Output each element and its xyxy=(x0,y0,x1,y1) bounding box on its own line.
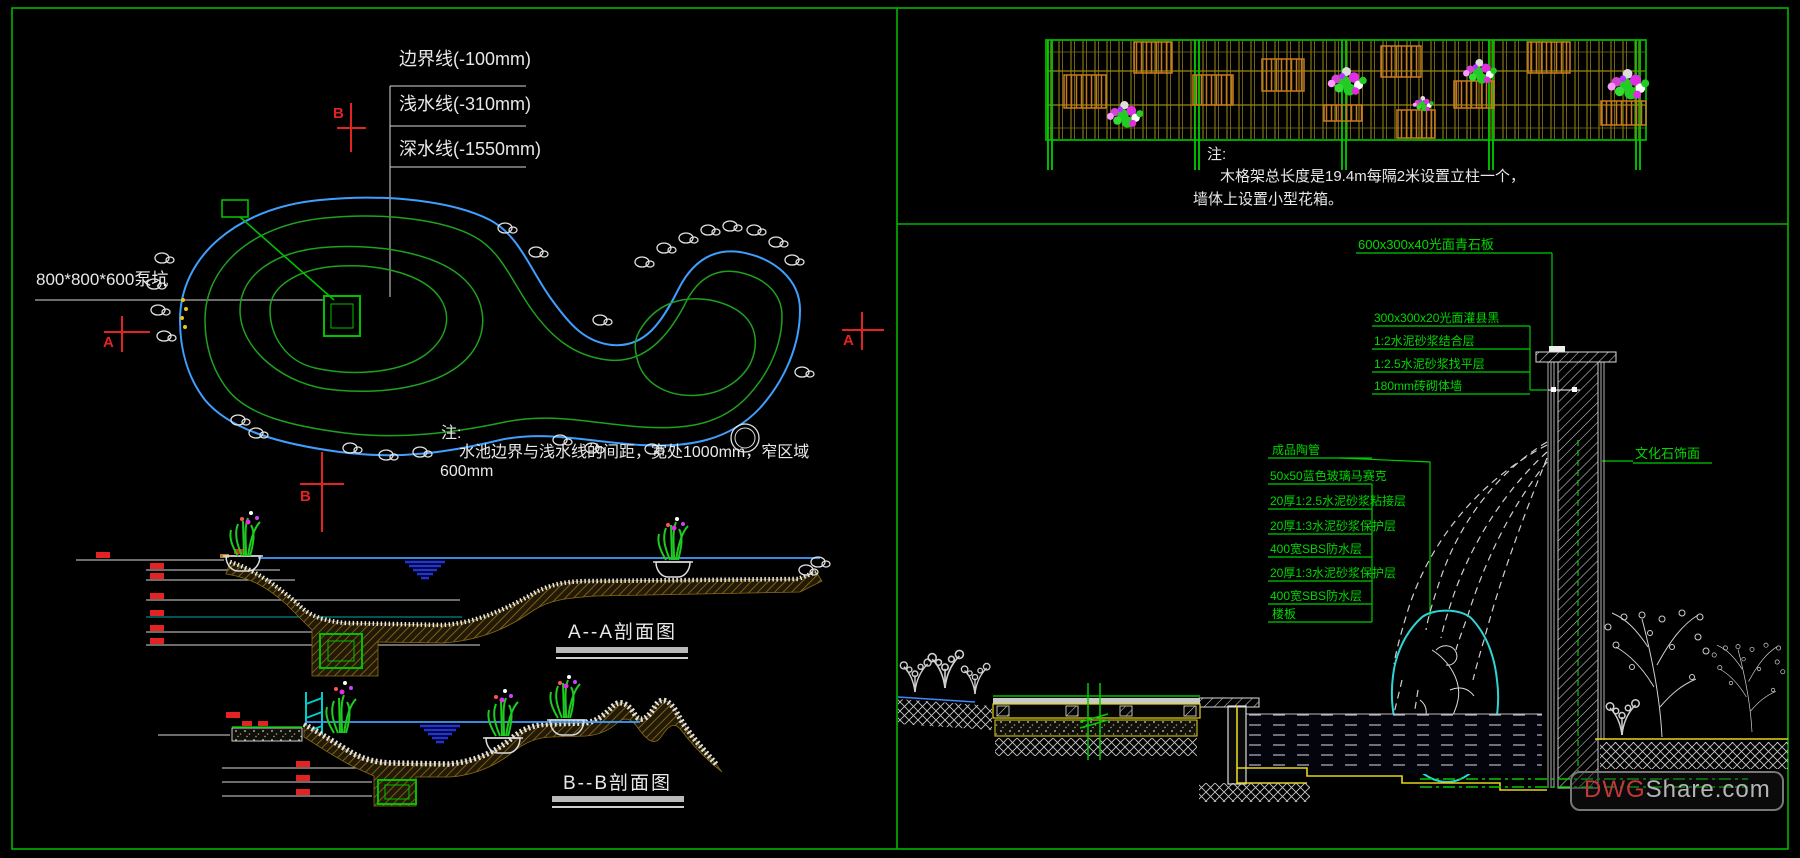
wall-left-label-2: 50x50蓝色玻璃马赛克 xyxy=(1270,469,1387,483)
section-aa-title: A--A剖面图 xyxy=(568,622,678,643)
wall-left-label-7: 400宽SBS防水层 xyxy=(1270,589,1363,603)
plan-note-line2: 600mm xyxy=(440,463,494,480)
wall-left-label-4: 20厚1:3水泥砂浆保护层 xyxy=(1270,519,1397,533)
section-aa-drawing xyxy=(76,511,831,677)
sheet-borders xyxy=(11,7,1789,850)
wall-stone-slab-label: 600x300x40光面青石板 xyxy=(1358,237,1494,252)
trellis-drawing xyxy=(1045,39,1650,170)
wall-detail-drawing xyxy=(897,252,1788,802)
section-marker-a-right: A xyxy=(843,332,854,349)
plan-rocks xyxy=(146,220,815,461)
section-bb-drawing xyxy=(158,675,723,808)
trellis-note-line2: 墙体上设置小型花箱。 xyxy=(1193,191,1344,208)
plan-deep-label: 深水线(-1550mm) xyxy=(399,139,542,159)
section-marker-b-top: B xyxy=(333,105,344,122)
plan-note-line1: 水池边界与浅水线的间距，宽处1000mm，窄区域 xyxy=(459,444,810,461)
wall-layer-label-1: 300x300x20光面灌县黑 xyxy=(1374,311,1500,325)
wall-left-label-5: 400宽SBS防水层 xyxy=(1270,542,1363,556)
pump-pit-label: 800*800*600泵坑 xyxy=(36,270,169,289)
wall-left-label-3: 20厚1:2.5水泥砂浆粘接层 xyxy=(1270,494,1407,508)
trellis-note-line1: 木格架总长度是19.4m每隔2米设置立柱一个， xyxy=(1220,168,1526,185)
section-marker-a-left: A xyxy=(103,334,114,351)
section-bb-title: B--B剖面图 xyxy=(563,773,673,794)
wall-layer-label-3: 1:2.5水泥砂浆找平层 xyxy=(1374,357,1485,371)
watermark: DWGShare.com xyxy=(1570,771,1784,811)
section-marker-b-bottom: B xyxy=(300,488,311,505)
wall-layer-label-4: 180mm砖砌体墙 xyxy=(1374,379,1463,393)
plan-note-title: 注: xyxy=(441,425,462,442)
watermark-suffix: Share.com xyxy=(1645,776,1771,803)
wall-layer-label-2: 1:2水泥砂浆结合层 xyxy=(1374,334,1475,348)
wall-left-label-1: 成品陶管 xyxy=(1272,443,1321,457)
culture-stone-label: 文化石饰面 xyxy=(1635,446,1701,461)
plan-shallow-label: 浅水线(-310mm) xyxy=(399,94,532,114)
trellis-note-title: 注: xyxy=(1207,146,1227,163)
wall-left-label-6: 20厚1:3水泥砂浆保护层 xyxy=(1270,566,1397,580)
wall-left-label-8: 楼板 xyxy=(1272,607,1297,621)
plan-boundary-label: 边界线(-100mm) xyxy=(399,49,532,69)
pond-plan-drawing xyxy=(35,85,884,532)
watermark-prefix: DWG xyxy=(1584,776,1646,803)
